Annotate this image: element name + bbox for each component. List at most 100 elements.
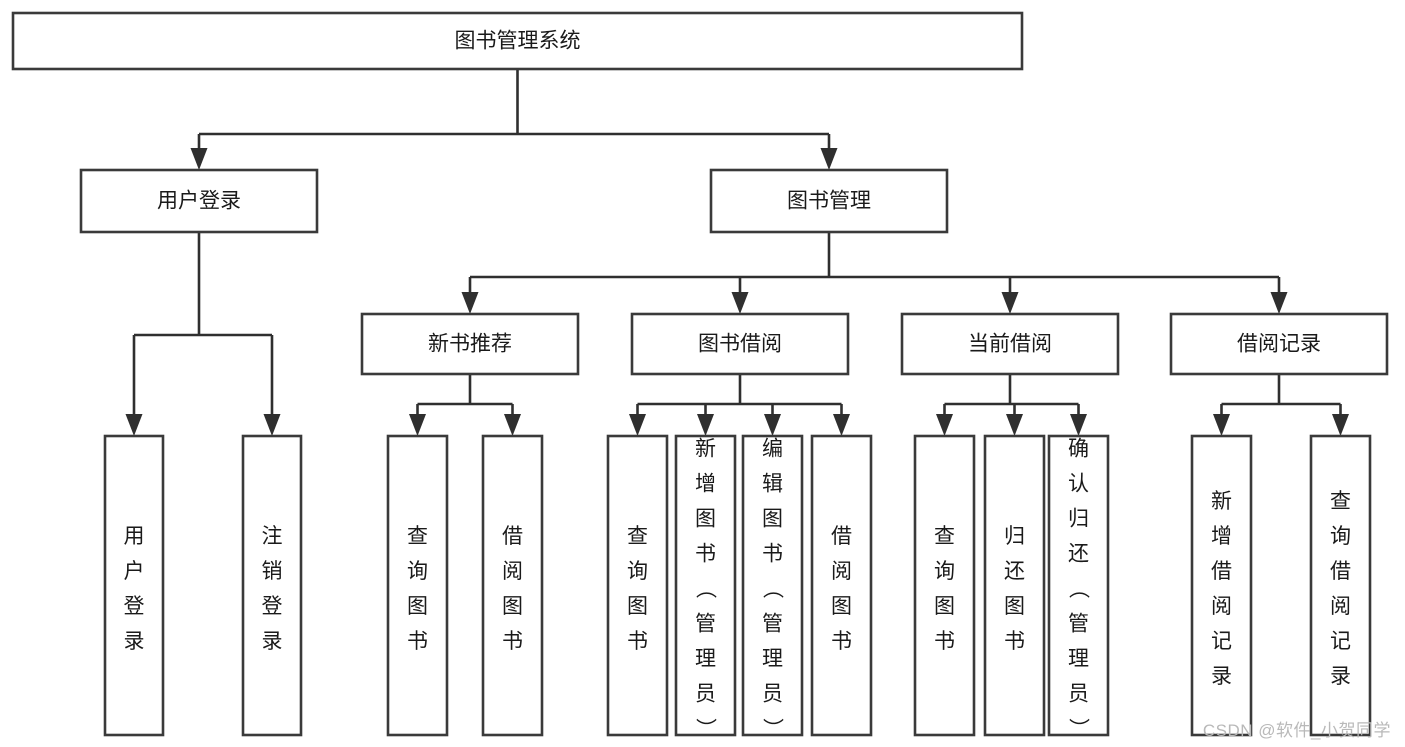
node-box-leaf-query-book-2[interactable] — [606, 434, 669, 737]
connector-group-new-book-recommend — [409, 374, 521, 436]
node-borrow-record[interactable]: 借阅记录 — [1169, 312, 1389, 376]
svg-text:查: 查 — [1330, 490, 1351, 513]
node-box-new-book-recommend[interactable] — [360, 312, 580, 376]
svg-text:员: 员 — [762, 682, 783, 705]
node-box-leaf-edit-book[interactable] — [741, 434, 804, 737]
svg-text:查: 查 — [627, 525, 648, 548]
node-box-leaf-query-book-1[interactable] — [386, 434, 449, 737]
node-box-leaf-borrow-book-2[interactable] — [810, 434, 873, 737]
svg-text:登: 登 — [262, 595, 283, 618]
node-book-manage[interactable]: 图书管理 — [709, 168, 949, 234]
svg-text:阅: 阅 — [1211, 595, 1232, 618]
node-box-current-borrow[interactable] — [900, 312, 1120, 376]
node-box-borrow-record[interactable] — [1169, 312, 1389, 376]
svg-text:询: 询 — [1330, 525, 1351, 548]
node-box-root[interactable] — [11, 11, 1024, 71]
svg-text:销: 销 — [262, 560, 283, 583]
svg-text:录: 录 — [124, 630, 145, 653]
arrow-head-icon — [409, 414, 426, 436]
node-box-leaf-confirm-return[interactable] — [1047, 434, 1110, 737]
svg-text:书: 书 — [502, 630, 523, 653]
node-box-leaf-return-book[interactable] — [983, 434, 1046, 737]
arrow-head-icon — [820, 148, 838, 170]
node-box-leaf-borrow-book-1[interactable] — [481, 434, 544, 737]
node-book-borrow[interactable]: 图书借阅 — [630, 312, 850, 376]
svg-text:询: 询 — [934, 560, 955, 583]
arrow-head-icon — [833, 414, 850, 436]
node-box-leaf-logout[interactable] — [241, 434, 303, 737]
connector-group-book-borrow — [629, 374, 850, 436]
svg-text:阅: 阅 — [831, 560, 852, 583]
connector-group-borrow-record — [1213, 374, 1349, 436]
node-box-leaf-user-login[interactable] — [103, 434, 165, 737]
arrow-head-icon — [190, 148, 208, 170]
node-label-book-manage: 图书管理 — [787, 190, 871, 213]
svg-text:借: 借 — [1211, 560, 1232, 583]
arrow-head-icon — [1070, 414, 1087, 436]
node-label-book-borrow: 图书借阅 — [698, 333, 782, 356]
svg-text:户: 户 — [124, 560, 145, 583]
svg-text:确: 确 — [1068, 437, 1089, 460]
node-box-leaf-query-record[interactable] — [1309, 434, 1372, 737]
node-box-leaf-add-record[interactable] — [1190, 434, 1253, 737]
svg-text:（: （ — [1067, 578, 1090, 599]
node-new-book-recommend[interactable]: 新书推荐 — [360, 312, 580, 376]
nodes-layer: 图书管理系统用户登录图书管理新书推荐图书借阅当前借阅借阅记录用户登录注销登录查询… — [11, 11, 1389, 739]
svg-text:还: 还 — [1004, 560, 1025, 583]
arrow-head-icon — [1332, 414, 1349, 436]
svg-text:书: 书 — [1004, 630, 1025, 653]
connector-group-current-borrow — [936, 374, 1087, 436]
node-box-user-login[interactable] — [79, 168, 319, 234]
arrow-head-icon — [764, 414, 781, 436]
node-box-book-borrow[interactable] — [630, 312, 850, 376]
svg-text:阅: 阅 — [502, 560, 523, 583]
svg-text:增: 增 — [1211, 525, 1232, 548]
node-label-user-login: 用户登录 — [157, 190, 241, 213]
node-box-leaf-add-book[interactable] — [674, 434, 737, 737]
node-box-book-manage[interactable] — [709, 168, 949, 234]
arrow-head-icon — [461, 292, 479, 314]
connector-group-root — [190, 69, 838, 170]
arrow-head-icon — [1001, 292, 1019, 314]
node-leaf-user-login[interactable]: 用户登录 — [103, 434, 165, 737]
svg-text:询: 询 — [407, 560, 428, 583]
svg-text:用: 用 — [124, 525, 145, 548]
svg-text:员: 员 — [695, 682, 716, 705]
node-box-leaf-query-book-3[interactable] — [913, 434, 976, 737]
arrow-head-icon — [697, 414, 714, 436]
node-root[interactable]: 图书管理系统 — [11, 11, 1024, 71]
svg-text:借: 借 — [1330, 560, 1351, 583]
arrow-head-icon — [1006, 414, 1023, 436]
arrow-head-icon — [629, 414, 646, 436]
svg-text:书: 书 — [695, 542, 716, 565]
node-user-login[interactable]: 用户登录 — [79, 168, 319, 234]
arrow-head-icon — [731, 292, 749, 314]
svg-text:员: 员 — [1068, 682, 1089, 705]
svg-text:图: 图 — [407, 595, 428, 618]
svg-text:理: 理 — [762, 647, 783, 670]
svg-text:借: 借 — [502, 525, 523, 548]
arrow-head-icon — [1270, 292, 1288, 314]
svg-text:图: 图 — [502, 595, 523, 618]
node-current-borrow[interactable]: 当前借阅 — [900, 312, 1120, 376]
svg-text:书: 书 — [762, 542, 783, 565]
